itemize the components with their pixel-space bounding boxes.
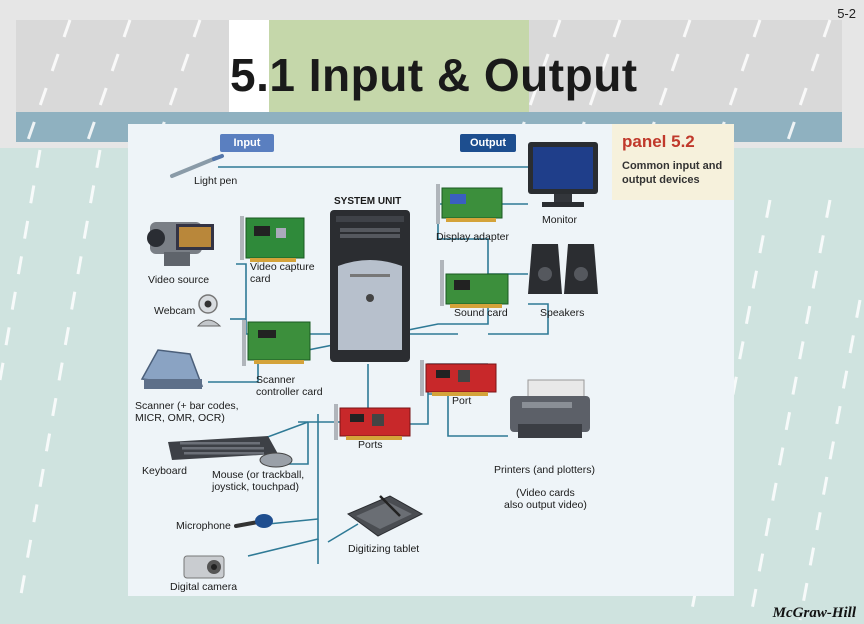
sound-card-label: Sound card — [454, 307, 508, 319]
devices-figure: Input Output SYSTEM UNIT Light pen Video… — [128, 124, 734, 596]
digitizing-tablet-label: Digitizing tablet — [348, 543, 420, 555]
scanner-controller-label-2: controller card — [256, 386, 323, 398]
video-capture-label-1: Video capture — [250, 261, 315, 273]
devices-diagram — [140, 142, 598, 579]
light-pen-label: Light pen — [194, 175, 238, 187]
microphone-label: Microphone — [176, 520, 231, 532]
ports-label: Ports — [358, 439, 383, 451]
scanner-label-2: MICR, OMR, OCR) — [135, 412, 225, 424]
digital-camera-icon — [183, 555, 225, 579]
panel-subtitle: Common input and output devices — [622, 160, 723, 186]
slide-title: 5.1 Input & Output — [230, 49, 638, 101]
video-camera-icon — [147, 222, 214, 266]
webcam-label: Webcam — [154, 305, 196, 317]
system-unit-icon — [330, 210, 410, 362]
panel-title: panel 5.2 — [622, 132, 695, 151]
video-capture-card-icon — [240, 216, 305, 262]
slide-number: 5-2 — [837, 6, 856, 21]
scanner-controller-card-icon — [242, 320, 311, 366]
system-unit-label: SYSTEM UNIT — [334, 196, 402, 207]
input-tag: Input — [220, 134, 274, 152]
port-card-icon — [420, 360, 497, 396]
scanner-label-1: Scanner (+ bar codes, — [135, 400, 239, 412]
video-source-label: Video source — [148, 274, 210, 286]
speakers-icon — [528, 244, 598, 294]
light-pen-icon — [170, 154, 224, 178]
publisher-footer: McGraw-Hill — [772, 605, 856, 621]
microphone-icon — [234, 514, 273, 528]
video-capture-label-2: card — [250, 273, 271, 285]
scanner-controller-label-1: Scanner — [256, 374, 296, 386]
output-tag: Output — [460, 134, 516, 152]
digital-camera-label: Digital camera — [170, 581, 238, 593]
display-adapter-card-icon — [436, 184, 503, 224]
mouse-label-1: Mouse (or trackball, — [212, 469, 305, 481]
scanner-icon — [140, 349, 204, 389]
mouse-icon — [259, 452, 293, 468]
video-note-label-1: (Video cards — [516, 487, 575, 499]
ports-card-icon — [334, 404, 411, 440]
printers-label: Printers (and plotters) — [494, 464, 595, 476]
video-note-label-2: also output video) — [504, 499, 587, 511]
speakers-label: Speakers — [540, 307, 585, 319]
printer-icon — [510, 379, 590, 438]
monitor-icon — [528, 142, 598, 207]
title-white-segment — [229, 20, 269, 112]
digitizing-tablet-icon — [346, 495, 424, 537]
sound-card-icon — [440, 260, 509, 308]
panel-callout: panel 5.2 Common input and output device… — [612, 124, 734, 200]
keyboard-icon — [168, 436, 278, 460]
webcam-icon — [196, 294, 222, 327]
mouse-label-2: joystick, touchpad) — [212, 481, 299, 493]
keyboard-label: Keyboard — [142, 465, 187, 477]
display-adapter-label: Display adapter — [436, 231, 509, 243]
monitor-label: Monitor — [542, 214, 578, 226]
port-label: Port — [452, 395, 472, 407]
title-green-segment — [269, 20, 529, 112]
